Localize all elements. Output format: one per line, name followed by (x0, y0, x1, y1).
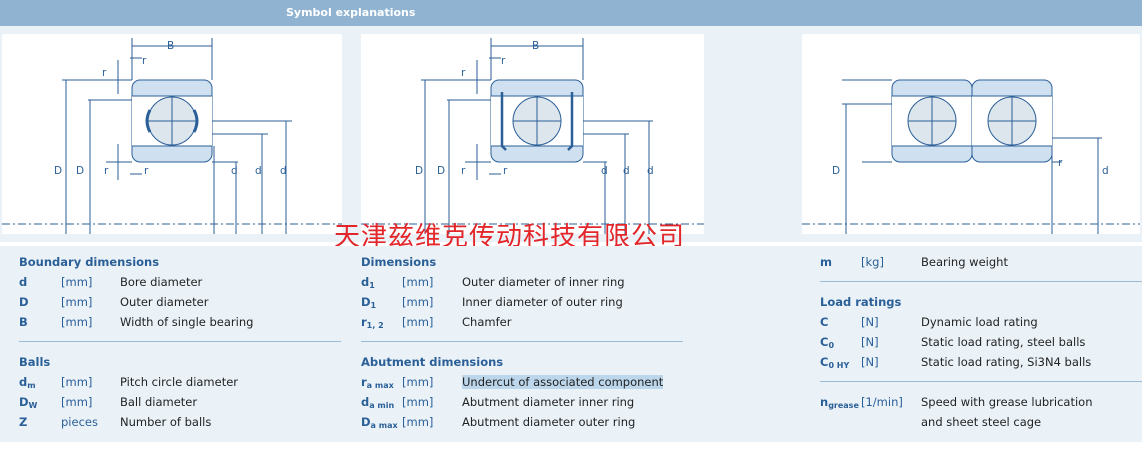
label-d: d (231, 165, 238, 177)
separator (820, 281, 1142, 282)
label-d: d (601, 165, 608, 177)
label-D1: D (437, 165, 445, 177)
label-dm: d (280, 165, 287, 177)
label-dm: d (647, 165, 654, 177)
label-r1-top: r (461, 67, 466, 79)
diagram-sealed-bearing: B r r D D r r d d d (361, 34, 704, 234)
section-title: Symbol explanations (286, 6, 416, 19)
legend-left-column: Boundary dimensions d [mm] Bore diameter… (0, 246, 342, 442)
separator (820, 381, 1142, 382)
label-da: d (1102, 165, 1109, 177)
label-ra: r (1058, 157, 1063, 169)
label-d1: d (623, 165, 630, 177)
diagram-paired-bearing-abutment: D r d (802, 34, 1140, 234)
dimensions-heading: Dimensions (361, 255, 437, 269)
legend-middle-column: Dimensions d1 [mm] Outer diameter of inn… (342, 246, 802, 442)
label-B: B (532, 40, 539, 52)
label-D: D (54, 165, 62, 177)
label-r1-bottom: r (104, 165, 109, 177)
separator (19, 341, 341, 342)
label-r1-bottom: r (461, 165, 466, 177)
label-D1: D (76, 165, 84, 177)
separator (361, 341, 683, 342)
label-d1: d (255, 165, 262, 177)
label-B: B (167, 40, 174, 52)
label-Da: D (832, 165, 840, 177)
label-r2-top: r (142, 55, 147, 67)
legend-right-column: m [kg] Bearing weight Load ratings C [N]… (802, 246, 1142, 442)
label-D: D (415, 165, 423, 177)
load-ratings-heading: Load ratings (820, 295, 902, 309)
abutment-dimensions-heading: Abutment dimensions (361, 355, 504, 369)
label-r1-top: r (102, 67, 107, 79)
highlighted-text: Undercut of associated component (462, 375, 664, 389)
balls-heading: Balls (19, 355, 51, 369)
label-r2-top: r (501, 55, 506, 67)
boundary-dimensions-heading: Boundary dimensions (19, 255, 160, 269)
section-header-bar: Symbol explanations (0, 0, 1142, 26)
diagram-single-bearing: B r r D D r r d d d (2, 34, 342, 234)
label-r2-bottom: r (144, 165, 149, 177)
label-r2-bottom: r (503, 165, 508, 177)
